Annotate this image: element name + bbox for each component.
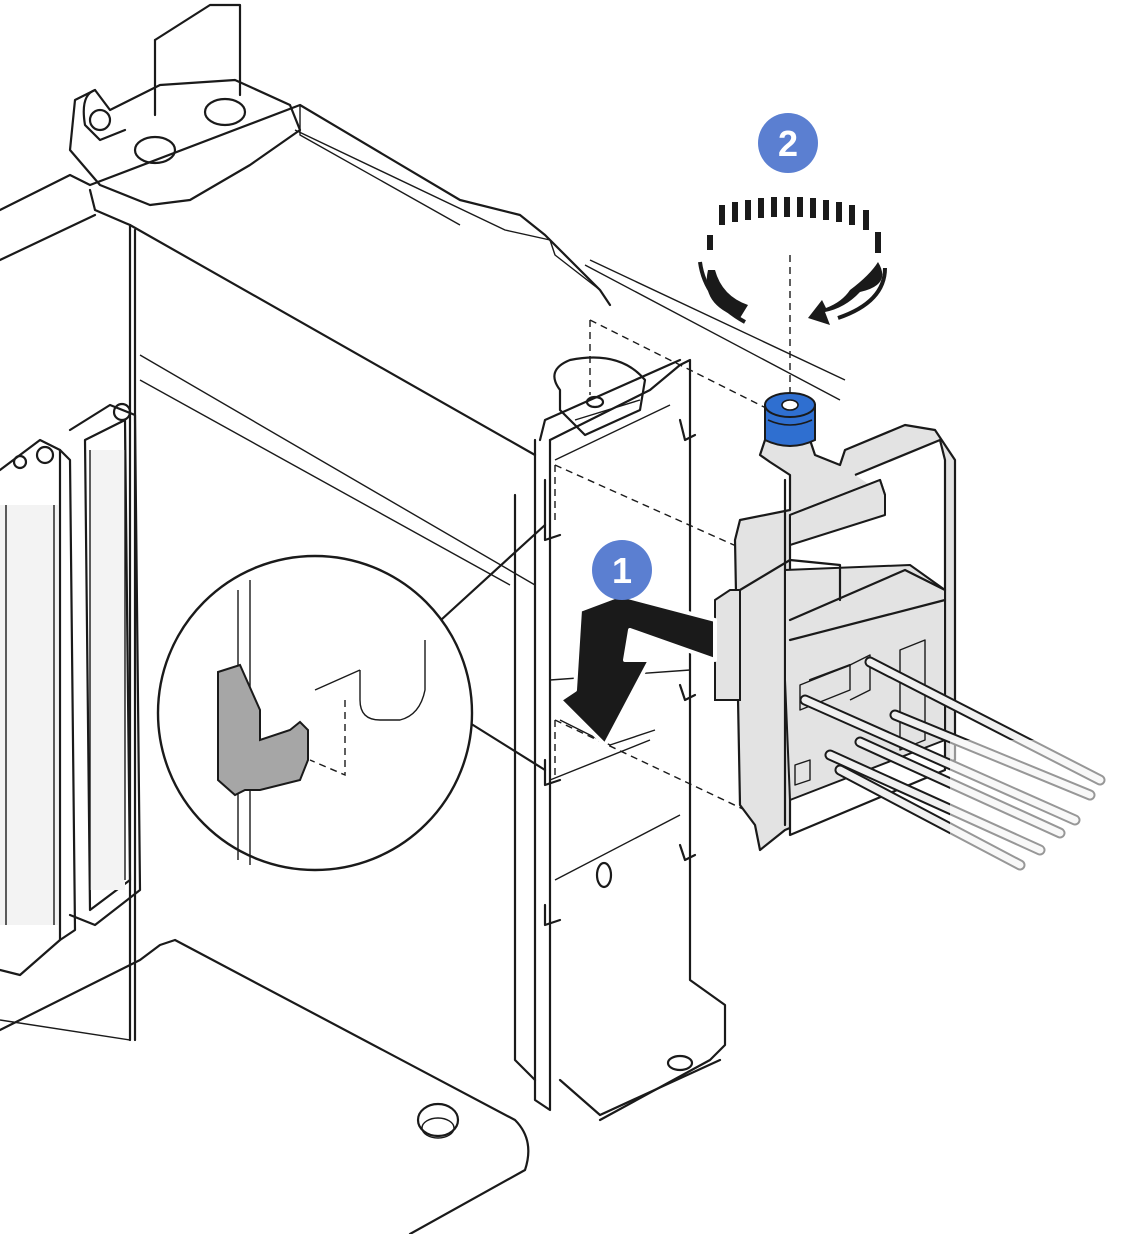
rotate-clockwise-icon — [698, 197, 887, 325]
hinge-plate — [68, 78, 302, 207]
step-callout-1-label: 1 — [612, 550, 632, 591]
magnifier-detail-icon — [156, 523, 547, 872]
chassis-frame — [0, 3, 846, 1042]
backplane-bracket — [714, 423, 957, 852]
thumbscrew — [764, 392, 816, 447]
drive-bay-left — [0, 438, 77, 977]
drive-bay-center — [68, 402, 142, 927]
chassis-floor — [0, 938, 530, 1234]
step-callout-2: 2 — [758, 113, 818, 173]
mounting-tab — [553, 356, 647, 437]
cable-bundle — [799, 656, 1125, 930]
latch-hook — [217, 663, 309, 797]
drive-cage — [513, 358, 727, 1122]
arrow-down-icon — [558, 593, 717, 747]
step-callout-1: 1 — [592, 540, 652, 600]
step-callout-2-label: 2 — [778, 123, 798, 164]
alignment-lines — [554, 255, 791, 811]
